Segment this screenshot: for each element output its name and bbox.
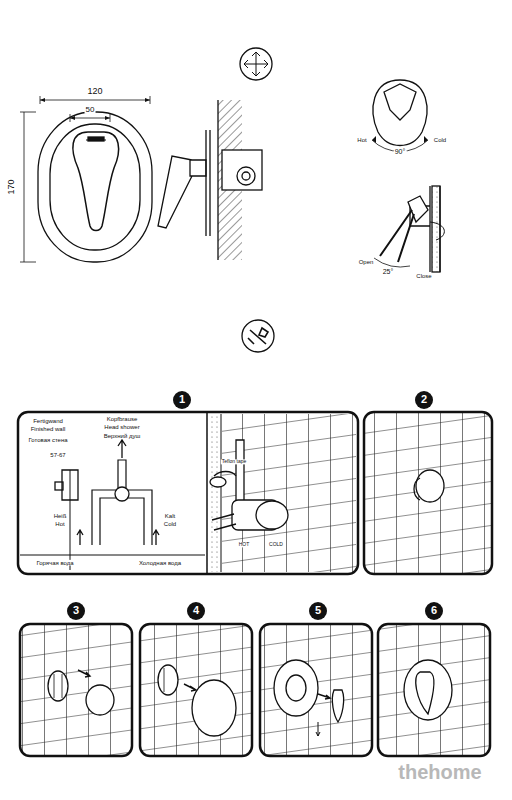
text-label: Cold — [433, 137, 447, 143]
text-label: Heiß — [53, 513, 68, 519]
callout-number: 3 — [73, 605, 79, 617]
text-label: Close — [415, 273, 432, 279]
text-label: Hot — [54, 521, 65, 527]
text-label: Head shower — [103, 424, 140, 430]
text-label: Cold — [163, 521, 177, 527]
text-label: Холодная вода — [138, 560, 182, 566]
text-label: Горячая вода — [35, 560, 74, 566]
dimension: 50 — [85, 106, 96, 114]
watermark: thehome — [398, 762, 481, 783]
text-label: Kopfbrause — [106, 416, 139, 422]
text-label: COLD — [268, 542, 284, 547]
text-label: Hot — [356, 137, 367, 143]
text-label: Open — [358, 259, 375, 265]
text-label: 90° — [394, 148, 407, 155]
text-label: Finished wall — [30, 426, 67, 432]
text-label: Верхний душ — [103, 433, 142, 439]
text-label: Kalt — [164, 513, 176, 519]
callout-number: 2 — [421, 394, 427, 406]
dimension: 120 — [86, 87, 103, 96]
text-label: 57-67 — [49, 452, 66, 458]
text-label: Готовая стена — [27, 437, 68, 443]
callout-number: 1 — [179, 394, 185, 406]
callout-number: 5 — [315, 605, 321, 617]
text-label: Teflon tape — [221, 459, 247, 464]
callout-number: 6 — [431, 605, 437, 617]
callout-number: 4 — [193, 605, 199, 617]
text-label: HOT — [238, 542, 251, 547]
dimension: 170 — [7, 178, 16, 195]
text-label: Fertigwand — [32, 418, 64, 424]
text-label: 25° — [382, 268, 395, 275]
